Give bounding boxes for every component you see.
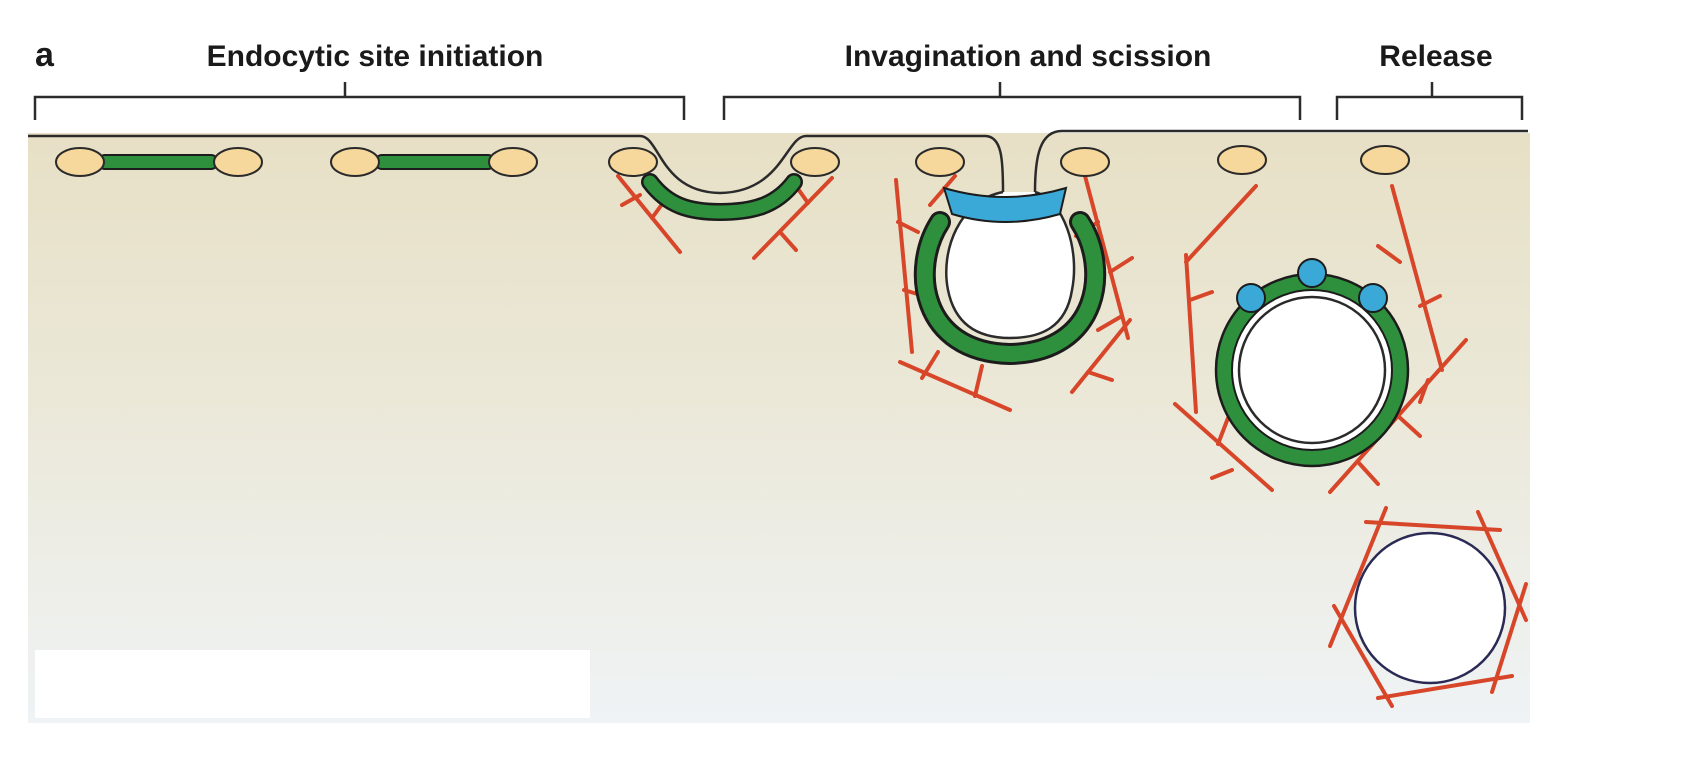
scission-protein-dot — [1237, 284, 1265, 312]
vesicle-membrane — [1355, 533, 1505, 683]
adaptor-protein — [609, 148, 657, 176]
panel-letter: a — [35, 36, 55, 74]
scission-protein-dot — [1298, 259, 1326, 287]
bracket-initiation — [35, 82, 684, 120]
bracket-invagination — [724, 82, 1300, 120]
adaptor-protein — [1061, 148, 1109, 176]
adaptor-protein — [1218, 146, 1266, 174]
adaptor-protein — [791, 148, 839, 176]
adaptor-protein — [214, 148, 262, 176]
adaptor-protein — [1361, 146, 1409, 174]
adaptor-protein — [56, 148, 104, 176]
scission-protein-dot — [1359, 284, 1387, 312]
stage-label-release: Release — [1379, 40, 1492, 73]
adaptor-protein — [916, 148, 964, 176]
adaptor-protein — [489, 148, 537, 176]
stage-label-invagination: Invagination and scission — [845, 40, 1212, 73]
stage-label-initiation: Endocytic site initiation — [207, 40, 544, 73]
coat-protein-bar — [375, 155, 495, 169]
adaptor-protein — [331, 148, 379, 176]
bracket-release — [1337, 82, 1522, 120]
coat-protein-bar — [98, 155, 218, 169]
blank-label-area — [35, 650, 590, 718]
vesicle-membrane — [1239, 297, 1385, 443]
